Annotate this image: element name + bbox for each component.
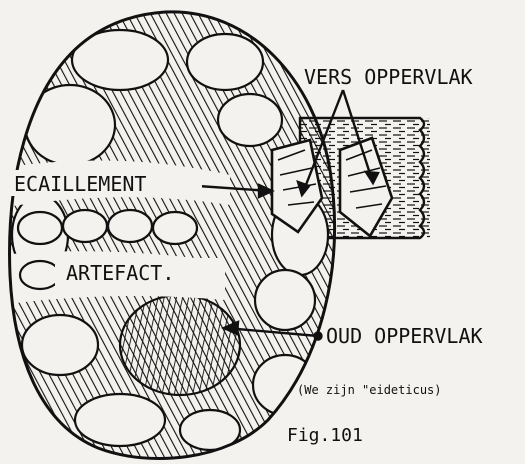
note-text: (We zijn "eideticus) [297,383,442,397]
artefact-body [0,12,334,459]
label-vers-oppervlak: VERS OPPERVLAK [304,65,473,89]
label-ecaillement: ECAILLEMENT [14,172,146,196]
figure-caption: Fig.101 [287,425,363,446]
label-artefact: ARTEFACT. [66,261,174,285]
label-oud-oppervlak: OUD OPPERVLAK [326,324,483,348]
